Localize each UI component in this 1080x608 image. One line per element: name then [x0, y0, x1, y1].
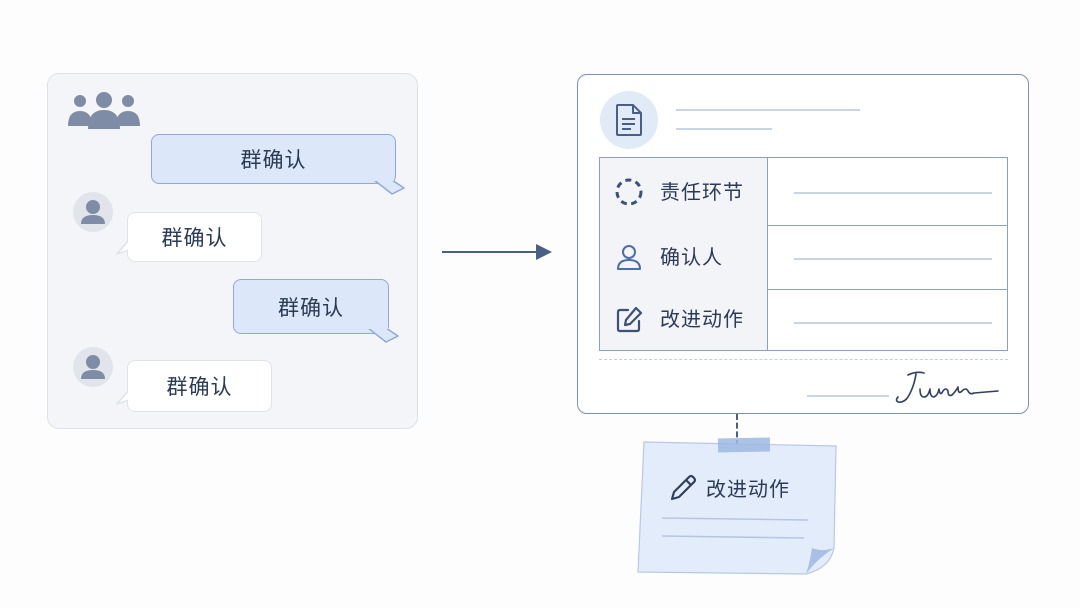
- user-avatar: [73, 347, 113, 387]
- signature-line: [807, 395, 889, 397]
- person-icon: [617, 245, 641, 270]
- form-label: 责任环节: [660, 180, 744, 204]
- form-value-line: [794, 258, 992, 260]
- document-subtitle-line: [676, 128, 772, 130]
- signature-separator: [599, 359, 1008, 360]
- document-icon-badge: [600, 91, 658, 149]
- row-divider: [600, 289, 1007, 290]
- sticky-note: [637, 437, 837, 575]
- flow-arrow: [442, 244, 552, 260]
- dashed-circle-icon: [615, 178, 643, 206]
- form-value-line: [794, 322, 992, 324]
- row-divider: [600, 225, 1007, 226]
- pencil-icon: [670, 474, 697, 501]
- sticky-note-label: 改进动作: [706, 477, 790, 501]
- message-text: 群确认: [161, 226, 228, 250]
- form-row: 改进动作: [600, 289, 1007, 350]
- form-label: 改进动作: [660, 307, 744, 331]
- bubble-tail: [372, 177, 405, 195]
- message-text: 群确认: [240, 148, 307, 172]
- document-title-line: [676, 109, 860, 111]
- form-value-line: [794, 192, 992, 194]
- group-icon: [68, 92, 140, 129]
- connector-line: [736, 414, 738, 446]
- signature-mark: [895, 371, 999, 403]
- message-text: 群确认: [166, 375, 233, 399]
- user-avatar: [73, 192, 113, 232]
- form-row: 责任环节: [600, 158, 1007, 225]
- document-icon: [616, 104, 642, 136]
- form-row: 确认人: [600, 225, 1007, 289]
- edit-square-icon: [616, 306, 643, 333]
- chat-message-sent: 群确认: [151, 134, 396, 184]
- bubble-tail: [116, 388, 134, 405]
- form-table: 责任环节 确认人 改进动作: [599, 157, 1008, 351]
- form-label-cell: 责任环节: [600, 158, 768, 225]
- form-label-cell: 确认人: [600, 225, 768, 289]
- confirmation-document: 责任环节 确认人 改进动作: [577, 74, 1029, 414]
- form-label: 确认人: [660, 245, 723, 269]
- bubble-tail: [116, 238, 134, 255]
- chat-message-received: 群确认: [127, 360, 272, 412]
- chat-message-sent: 群确认: [233, 279, 389, 334]
- form-label-cell: 改进动作: [600, 289, 768, 350]
- group-chat-panel: 群确认 群确认 群确认 群确认: [47, 73, 418, 429]
- chat-message-received: 群确认: [127, 212, 262, 262]
- message-text: 群确认: [278, 295, 344, 320]
- bubble-tail: [366, 325, 399, 343]
